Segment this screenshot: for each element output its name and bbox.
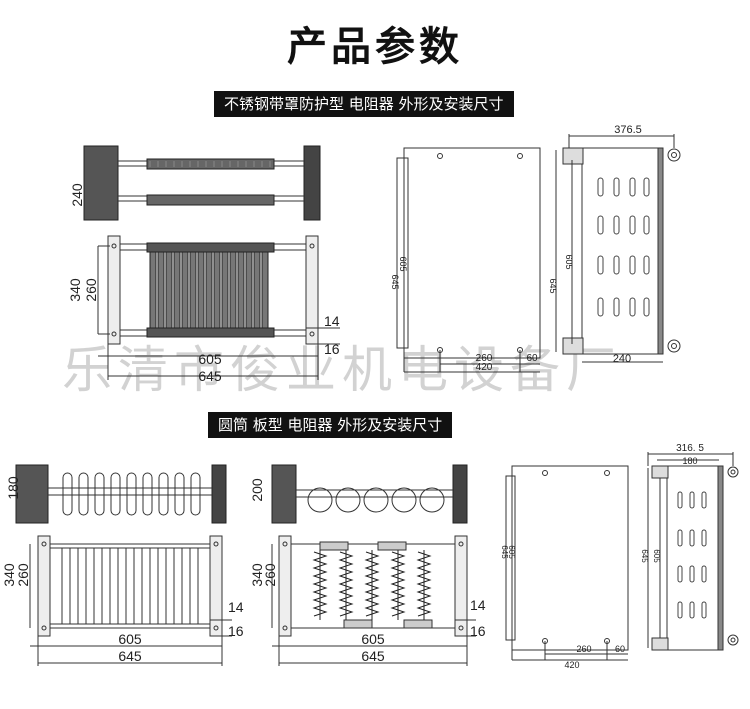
s2-side-view [647, 452, 739, 651]
s2-mid-dim-16: 16 [470, 623, 486, 639]
s1-dim-340: 340 [67, 278, 83, 302]
s1-dim-14: 14 [324, 313, 340, 329]
s2-mid-dim-14: 14 [470, 597, 486, 613]
s2-plate-645: 645 [500, 545, 509, 559]
s1-plate-view [396, 147, 541, 373]
s2-side-316: 316. 5 [676, 443, 704, 454]
s1-dim-16: 16 [324, 341, 340, 357]
s2-left-dim-260: 260 [15, 563, 31, 587]
s2-plate-260: 260 [576, 644, 591, 654]
s2-left-dim-340: 340 [1, 563, 17, 587]
s1-front-view [97, 235, 340, 380]
s2-side-605: 605 [652, 549, 661, 563]
s2-mid-dim-260: 260 [262, 563, 278, 587]
s1-plate-260: 260 [476, 353, 493, 364]
s2-mid-dim-340: 340 [249, 563, 265, 587]
s2-left-dim-16: 16 [228, 623, 244, 639]
s2-mid-dim-605: 605 [361, 631, 385, 647]
s2-plate-420: 420 [564, 660, 579, 670]
s1-side-605: 605 [564, 254, 574, 269]
s1-top-view [83, 145, 321, 221]
s2-mid-front-view [271, 535, 476, 666]
s2-mid-top-view [271, 464, 468, 524]
s1-side-view [555, 134, 681, 363]
s1-dim-645: 645 [198, 368, 222, 384]
s2-left-dim-180: 180 [5, 476, 21, 500]
s2-left-top-view [15, 464, 227, 524]
s1-plate-645: 645 [390, 274, 400, 289]
s2-left-front-view [29, 535, 232, 666]
s1-plate-605: 605 [398, 256, 408, 271]
s1-side-240: 240 [613, 353, 631, 365]
s2-left-dim-14: 14 [228, 599, 244, 615]
s2-plate-60: 60 [615, 644, 625, 654]
s2-left-dim-645: 645 [118, 648, 142, 664]
s1-dim-605: 605 [198, 351, 222, 367]
s1-plate-60: 60 [526, 353, 538, 364]
s2-plate-605: 605 [507, 545, 516, 559]
s2-plate-view [505, 465, 629, 661]
s2-mid-dim-645: 645 [361, 648, 385, 664]
s2-side-180: 180 [682, 456, 697, 466]
section-1-banner: 不锈钢带罩防护型 电阻器 外形及安装尺寸 [214, 91, 514, 117]
s1-dim-240: 240 [69, 183, 85, 207]
page-title: 产品参数 [287, 24, 463, 70]
s1-dim-260: 260 [83, 278, 99, 302]
watermark: 乐清市俊业机电设备厂 [62, 341, 622, 399]
s2-mid-dim-200: 200 [249, 478, 265, 502]
s1-plate-420: 420 [476, 362, 493, 373]
s2-side-645: 645 [640, 549, 649, 563]
s2-left-dim-605: 605 [118, 631, 142, 647]
s1-side-645: 645 [548, 278, 558, 293]
s1-side-376: 376.5 [614, 124, 642, 136]
section-2-banner: 圆筒 板型 电阻器 外形及安装尺寸 [208, 412, 453, 438]
